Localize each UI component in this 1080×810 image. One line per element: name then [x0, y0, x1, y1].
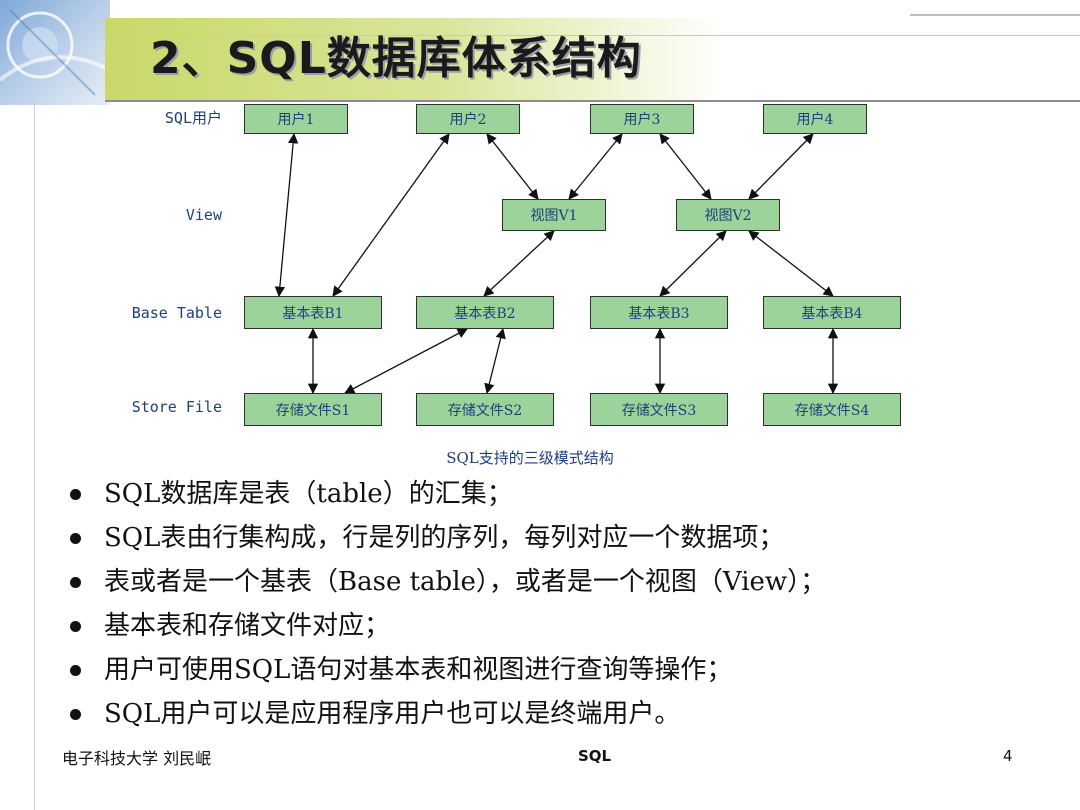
- base-table-box-b3: 基本表B3: [590, 296, 728, 329]
- footer-subject: SQL: [578, 747, 612, 765]
- bullet-item: 基本表和存储文件对应；: [62, 604, 826, 648]
- footer-page-number: 4: [1003, 747, 1013, 765]
- footer-author: 电子科技大学 刘民岷: [62, 749, 212, 768]
- bullet-text: SQL数据库是表（table）的汇集；: [104, 479, 513, 509]
- store-file-box-s3: 存储文件S3: [590, 393, 728, 426]
- slide-title: 2、SQL数据库体系结构: [150, 33, 642, 84]
- arrow-user4-v2: [748, 133, 814, 200]
- arrow-user2-v1: [486, 133, 539, 200]
- bullet-dot-icon: [70, 621, 81, 632]
- bullet-text: SQL表由行集构成，行是列的序列，每列对应一个数据项；: [104, 523, 785, 553]
- header-rule: [105, 100, 1080, 102]
- header-rule-thin: [150, 35, 1080, 36]
- corner-decoration-icon: [0, 0, 110, 105]
- arrow-user1-b1: [274, 132, 299, 298]
- store-file-box-s1: 存储文件S1: [244, 393, 382, 426]
- bullet-dot-icon: [70, 577, 81, 588]
- store-file-box-s4: 存储文件S4: [763, 393, 901, 426]
- bullet-item: 用户可使用SQL语句对基本表和视图进行查询等操作；: [62, 648, 826, 692]
- arrow-user3-v1: [568, 133, 623, 200]
- level-label-base-table: Base Table: [131, 304, 222, 322]
- bullet-item: SQL表由行集构成，行是列的序列，每列对应一个数据项；: [62, 516, 826, 560]
- diagram-caption: SQL支持的三级模式结构: [446, 449, 614, 467]
- bullet-item: 表或者是一个基表（Base table），或者是一个视图（View）；: [62, 560, 826, 604]
- base-table-box-b2: 基本表B2: [416, 296, 554, 329]
- bullet-item: SQL用户可以是应用程序用户也可以是终端用户。: [62, 692, 826, 736]
- bullet-dot-icon: [70, 489, 81, 500]
- header-rule-top: [910, 14, 1080, 16]
- title-band: [105, 18, 725, 100]
- bullet-item: SQL数据库是表（table）的汇集；: [62, 472, 826, 516]
- base-table-box-b1: 基本表B1: [244, 296, 382, 329]
- store-file-box-s2: 存储文件S2: [416, 393, 554, 426]
- bullet-dot-icon: [70, 665, 81, 676]
- user-box-3: 用户3: [590, 104, 694, 134]
- bullet-text: 表或者是一个基表（Base table），或者是一个视图（View）；: [104, 567, 827, 597]
- arrow-v2-b3: [659, 230, 727, 297]
- level-label-sql-user: SQL用户: [164, 109, 222, 127]
- bullet-dot-icon: [70, 709, 81, 720]
- level-label-view: View: [185, 206, 222, 224]
- arrow-v2-b4: [748, 230, 834, 297]
- bullet-list: SQL数据库是表（table）的汇集； SQL表由行集构成，行是列的序列，每列对…: [62, 472, 826, 736]
- user-box-4: 用户4: [763, 104, 867, 134]
- bullet-dot-icon: [70, 533, 81, 544]
- user-box-1: 用户1: [244, 104, 348, 134]
- view-box-v2: 视图V2: [676, 199, 780, 231]
- arrow-user3-v2: [659, 133, 712, 200]
- base-table-box-b4: 基本表B4: [763, 296, 901, 329]
- left-margin-rule: [34, 98, 35, 810]
- arrow-user2-b1: [332, 133, 450, 297]
- view-box-v1: 视图V1: [502, 199, 606, 231]
- bullet-text: 用户可使用SQL语句对基本表和视图进行查询等操作；: [104, 655, 733, 685]
- arrow-v1-b2: [483, 230, 555, 297]
- arrow-b2-s1: [344, 328, 468, 394]
- bullet-text: 基本表和存储文件对应；: [104, 611, 391, 641]
- bullet-text: SQL用户可以是应用程序用户也可以是终端用户。: [104, 699, 681, 729]
- level-label-store-file: Store File: [131, 398, 222, 416]
- user-box-2: 用户2: [416, 104, 520, 134]
- arrow-b2-s2: [484, 327, 506, 395]
